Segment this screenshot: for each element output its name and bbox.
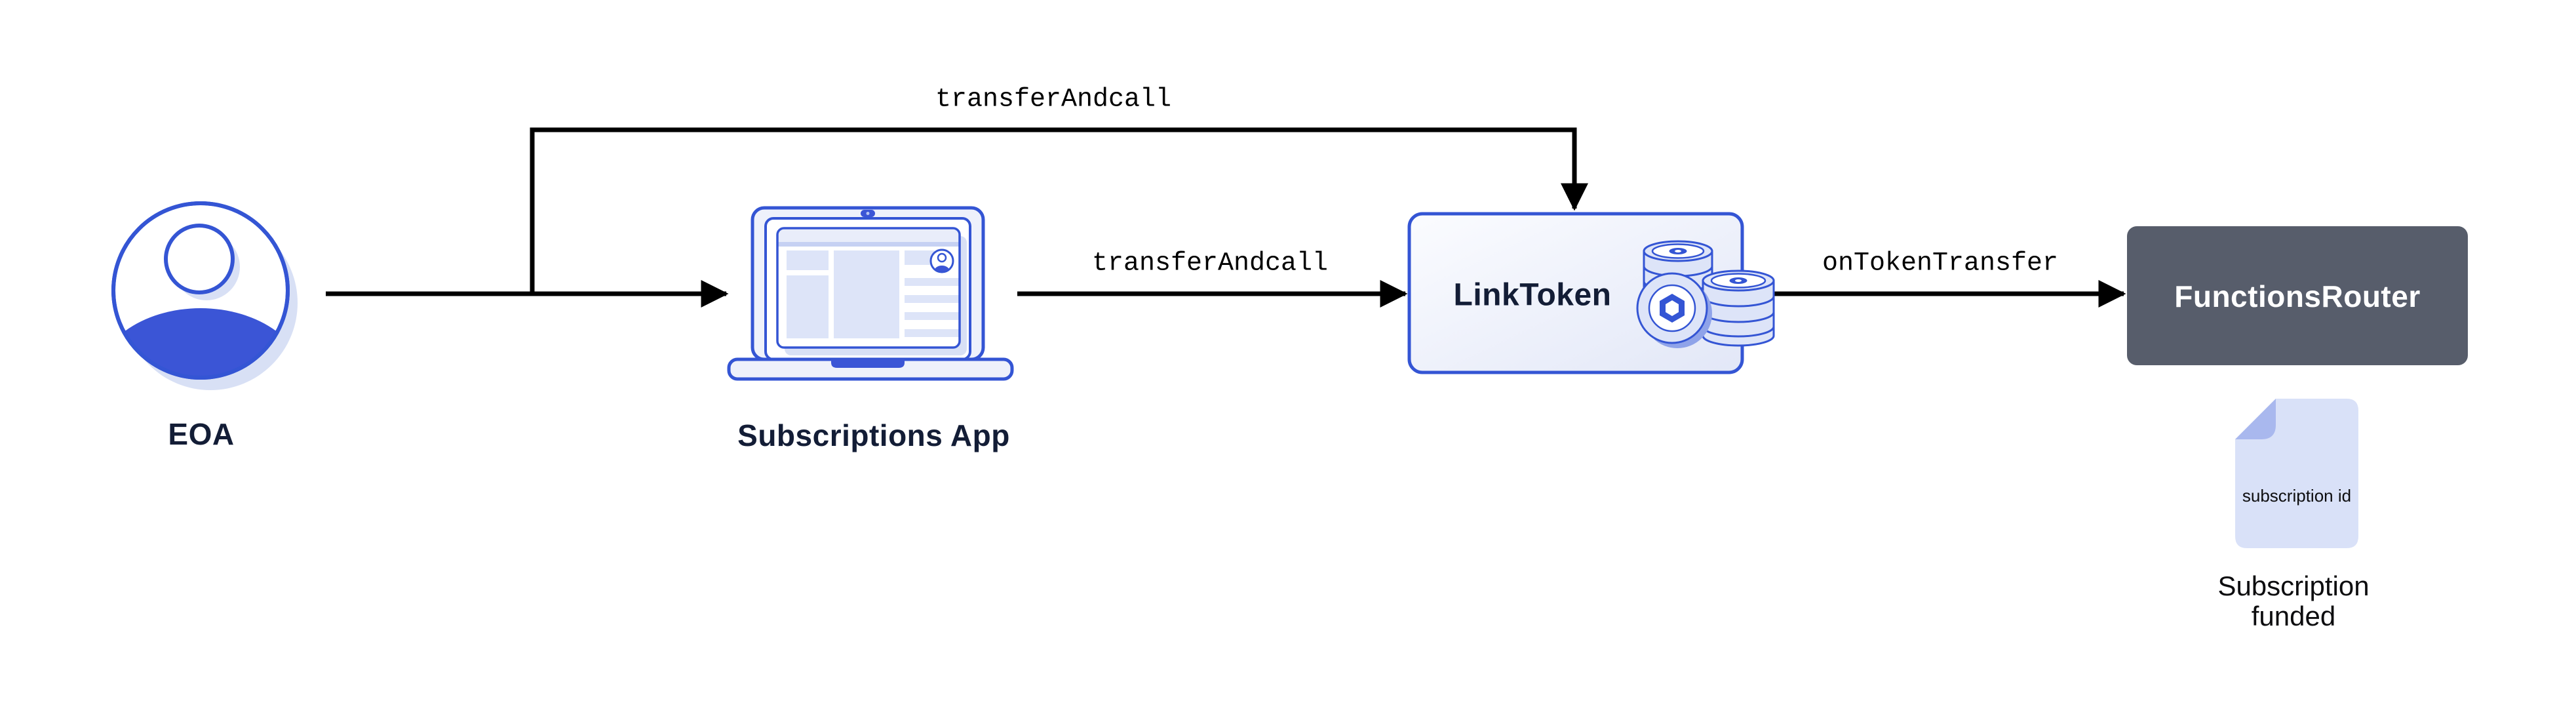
app-block — [834, 250, 899, 338]
laptop-app-icon — [727, 206, 1014, 381]
eoa-label: EOA — [168, 417, 235, 451]
coin-top-hub-hole — [1675, 250, 1681, 252]
app-user-shoulders — [934, 266, 950, 271]
edge-eoa-to-linktoken-arrow — [530, 127, 1588, 294]
edge-label-ontokentransfer: onTokenTransfer — [1822, 249, 2059, 279]
document-text: subscription id — [2242, 486, 2352, 506]
avatar-head-fill — [166, 226, 233, 292]
front-coin-inner — [1648, 284, 1696, 332]
linktoken-label: LinkToken — [1453, 277, 1612, 313]
document-fold-corner — [2235, 399, 2276, 439]
app-titlebar — [777, 228, 960, 242]
app-block — [787, 275, 829, 338]
app-list-row — [905, 278, 960, 286]
edge-label-transferandcall-mid: transferAndcall — [1091, 249, 1329, 279]
functionsrouter-box — [2127, 226, 2468, 365]
laptop-base-notch — [831, 359, 905, 368]
link-coin-stack-icon — [1636, 240, 1775, 348]
app-list-row — [905, 295, 960, 303]
app-toolbar-strip — [777, 242, 960, 247]
linktoken-node-box — [1407, 212, 1775, 374]
subscription-funded-caption: Subscription funded — [2217, 570, 2370, 631]
coin-stack-right-body — [1702, 279, 1775, 347]
app-user-head — [937, 252, 947, 263]
app-block — [905, 250, 935, 265]
app-window-border — [776, 227, 961, 349]
subscription-document-icon — [2235, 399, 2358, 548]
subscriptions-app-label: Subscriptions App — [737, 418, 1010, 452]
avatar-shoulders — [115, 308, 286, 376]
edge-label-transferandcall-top: transferAndcall — [935, 85, 1172, 115]
app-list-row — [905, 329, 960, 337]
laptop-webcam-dot — [866, 212, 870, 215]
app-block — [787, 250, 829, 270]
avatar-outer-ring — [111, 201, 290, 380]
app-list-row — [905, 312, 960, 320]
functionsrouter-label: FunctionsRouter — [2174, 279, 2421, 313]
edges — [326, 127, 2126, 308]
person-avatar-icon — [111, 201, 298, 390]
chainlink-hexagon-icon — [1660, 294, 1685, 323]
coin-top-hub-hole — [1735, 279, 1742, 282]
avatar-head-ring — [164, 224, 235, 294]
